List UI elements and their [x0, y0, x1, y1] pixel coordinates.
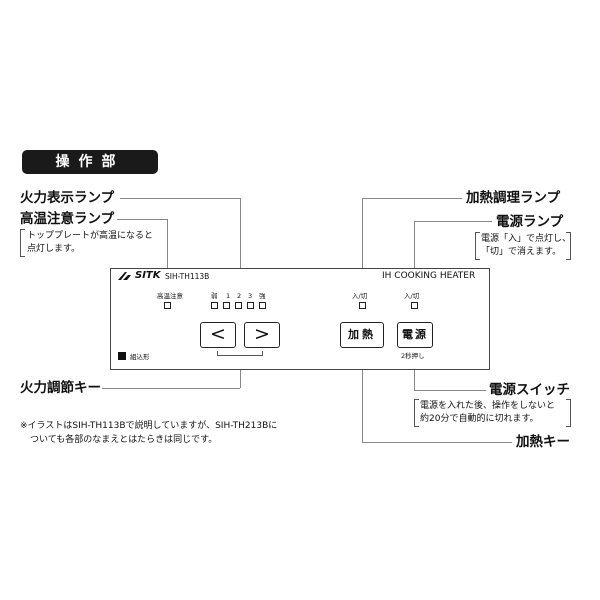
power-hold-label: 2秒押し	[401, 352, 425, 360]
level-lamp-3	[247, 302, 254, 309]
heat-keys-bracket	[217, 351, 263, 356]
leader-heating-lamp-v	[362, 198, 363, 302]
leader-heat-display-h	[120, 198, 240, 199]
control-panel	[110, 268, 490, 370]
power-lamp-note-line1: 電源「入」で点灯し、	[481, 234, 572, 244]
leader-heating-key-h	[362, 442, 512, 443]
level-lamp-1	[223, 302, 230, 309]
heating-lamp	[359, 302, 366, 309]
heating-key[interactable]: 加熱	[340, 322, 384, 348]
level-lamp-weak	[211, 302, 218, 309]
power-lamp-label: 電源ランプ	[496, 214, 564, 230]
level-label-1: 1	[226, 292, 231, 300]
product-name: IH COOKING HEATER	[382, 271, 476, 281]
level-label-strong: 強	[259, 292, 266, 300]
power-switch-note-bracket-right	[566, 399, 571, 427]
leader-heat-display-v	[240, 198, 241, 278]
heat-adjust-key-label: 火力調節キー	[20, 380, 101, 396]
high-temp-note-bracket	[20, 229, 25, 257]
power-switch-note-line2: 約20分で自動的に切れます。	[420, 414, 539, 424]
leader-power-switch-v	[414, 362, 415, 390]
leader-heat-adjust-h	[102, 388, 240, 389]
leader-heating-lamp-h	[362, 198, 462, 199]
power-switch-label: 電源スイッチ	[489, 382, 570, 398]
leader-power-switch-h	[414, 390, 486, 391]
heat-down-key[interactable]: <	[200, 322, 236, 348]
level-lamp-2	[235, 302, 242, 309]
power-lamp-note-bracket-left	[475, 232, 480, 260]
leader-high-temp-h	[117, 219, 167, 220]
power-key[interactable]: 電源	[397, 322, 433, 348]
leader-high-temp-v	[167, 219, 168, 302]
level-lamp-strong	[259, 302, 266, 309]
high-temp-lamp	[164, 302, 171, 309]
power-lamp-note-bracket-right	[566, 232, 571, 260]
footnote-line2: ついても各部のなまえとはたらきは同じです。	[30, 435, 218, 445]
power-onoff-panel-label: 入/切	[404, 292, 420, 300]
heat-onoff-panel-label: 入/切	[352, 292, 368, 300]
power-switch-note-bracket-left	[414, 399, 419, 427]
power-lamp	[411, 302, 418, 309]
leader-power-lamp-h	[414, 221, 492, 222]
high-temp-panel-label: 高温注意	[157, 292, 183, 300]
builtin-label: 組込形	[130, 353, 150, 361]
leader-heat-adjust-v	[240, 356, 241, 388]
high-temp-note-line2: 点灯します。	[27, 244, 81, 254]
level-label-2: 2	[237, 292, 242, 300]
heat-up-key[interactable]: >	[244, 322, 280, 348]
brand-logo-text: SITK	[135, 270, 161, 281]
model-number: SIH-TH113B	[165, 272, 210, 281]
builtin-marker-icon	[118, 352, 126, 360]
high-temp-note-line1: トッププレートが高温になると	[27, 231, 154, 241]
level-label-weak: 弱	[211, 292, 218, 300]
section-title: 操作部	[22, 150, 158, 174]
heating-key-label: 加熱キー	[516, 434, 570, 450]
leader-power-lamp-v	[414, 221, 415, 302]
level-label-3: 3	[248, 292, 253, 300]
brand-logo-icon	[118, 272, 131, 280]
power-switch-note-line1: 電源を入れた後、操作をしないと	[420, 401, 556, 411]
heat-display-lamp-label: 火力表示ランプ	[20, 190, 115, 206]
power-lamp-note-line2: 「切」で消えます。	[481, 247, 562, 257]
heating-adjust-lamp-label: 加熱調理ランプ	[466, 190, 561, 206]
high-temp-lamp-label: 高温注意ランプ	[20, 211, 115, 227]
footnote-line1: ※イラストはSIH-TH113Bで説明していますが、SIH-TH213Bに	[20, 421, 278, 431]
leader-heating-key-v	[362, 348, 363, 442]
